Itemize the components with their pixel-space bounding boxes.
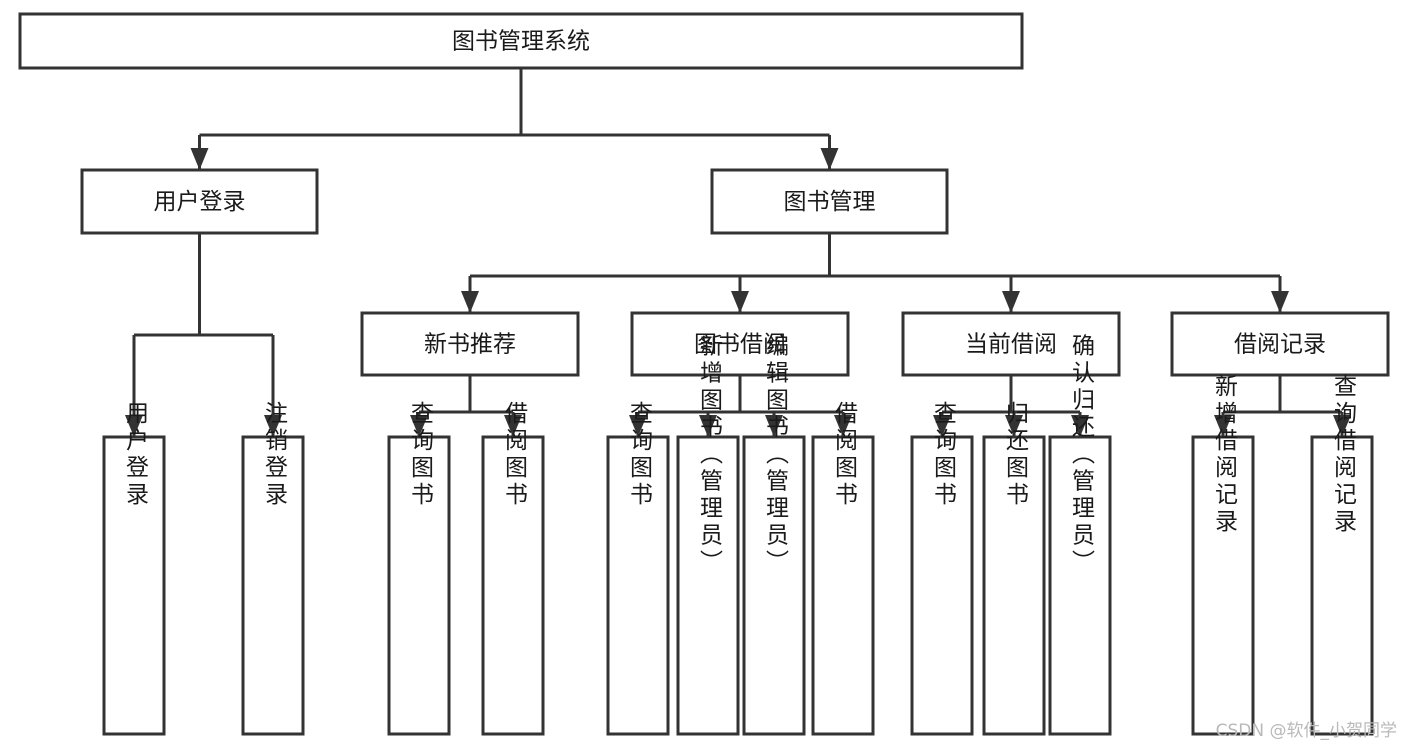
node-rect: [1048, 435, 1112, 736]
node-level3-borrow-record[interactable]: 借阅记录: [1170, 311, 1390, 377]
node-label: 当前借阅: [965, 332, 1057, 358]
node-rect: [241, 435, 305, 736]
arrow-head-icon: [1214, 415, 1232, 437]
node-leaf-leaf-return-book[interactable]: 归还图书: [982, 401, 1046, 736]
arrow-head-icon: [765, 415, 783, 437]
node-rect: [1170, 311, 1390, 377]
node-label: 借阅记录: [1234, 332, 1326, 358]
node-label: 借阅图书: [501, 401, 529, 509]
node-rect: [360, 311, 580, 377]
node-rect: [102, 435, 166, 736]
node-label: 图书管理系统: [452, 29, 590, 55]
node-rect: [811, 435, 875, 736]
node-label: 图书借阅: [694, 332, 786, 358]
node-leaf-leaf-borrow-book-2[interactable]: 借阅图书: [811, 401, 875, 736]
arrow-head-icon: [933, 415, 951, 437]
arrow-head-icon: [1333, 415, 1351, 437]
node-rect: [606, 435, 670, 736]
node-rect: [910, 435, 974, 736]
node-leaf-leaf-borrow-book-1[interactable]: 借阅图书: [481, 401, 545, 736]
arrow-head-icon: [820, 148, 839, 170]
node-rect: [982, 435, 1046, 736]
node-label: 借阅图书: [831, 401, 859, 509]
node-leaf-leaf-query-book-1[interactable]: 查询图书: [387, 401, 451, 736]
arrow-head-icon: [504, 415, 522, 437]
arrow-head-icon: [410, 415, 428, 437]
arrow-head-icon: [1005, 415, 1023, 437]
arrow-head-icon: [699, 415, 717, 437]
node-label: 编辑图书（管理员）: [762, 334, 790, 577]
node-rect: [710, 168, 949, 235]
node-leaf-leaf-query-book-3[interactable]: 查询图书: [910, 401, 974, 736]
node-label: 用户登录: [154, 189, 246, 215]
node-label: 查询图书: [930, 401, 958, 509]
node-leaf-leaf-logout[interactable]: 注销登录: [241, 401, 305, 736]
node-label: 新增图书（管理员）: [696, 334, 724, 577]
node-label: 新书推荐: [424, 332, 516, 358]
node-root-root[interactable]: 图书管理系统: [18, 12, 1024, 70]
node-rect: [80, 168, 319, 235]
arrow-head-icon: [1271, 291, 1289, 313]
arrow-head-icon: [1002, 291, 1020, 313]
arrow-head-icon: [461, 291, 479, 313]
node-rect: [18, 12, 1024, 70]
node-rect: [387, 435, 451, 736]
connector-layer: [125, 68, 1351, 437]
arrow-head-icon: [264, 415, 282, 437]
node-leaf-leaf-confirm-return[interactable]: 确认归还（管理员）: [1048, 334, 1112, 736]
node-rect: [901, 311, 1121, 377]
node-label: 图书管理: [784, 189, 876, 215]
node-rect: [1310, 435, 1374, 736]
node-leaf-leaf-user-login[interactable]: 用户登录: [102, 401, 166, 736]
arrow-head-icon: [1071, 415, 1089, 437]
node-leaf-leaf-add-book[interactable]: 新增图书（管理员）: [676, 334, 740, 736]
node-label: 新增借阅记录: [1211, 374, 1239, 536]
node-leaf-leaf-query-record[interactable]: 查询借阅记录: [1310, 374, 1374, 736]
node-label: 归还图书: [1002, 401, 1030, 509]
node-label: 用户登录: [122, 401, 150, 509]
node-rect: [630, 311, 850, 377]
node-label: 查询图书: [626, 401, 654, 509]
arrow-head-icon: [125, 415, 143, 437]
node-label: 查询图书: [407, 401, 435, 509]
node-level3-current-borrow[interactable]: 当前借阅: [901, 311, 1121, 377]
node-leaf-leaf-add-record[interactable]: 新增借阅记录: [1191, 374, 1255, 736]
node-label: 注销登录: [261, 401, 289, 509]
node-level2-book-manage[interactable]: 图书管理: [710, 168, 949, 235]
node-level3-book-borrow[interactable]: 图书借阅: [630, 311, 850, 377]
node-label: 确认归还（管理员）: [1068, 334, 1096, 577]
node-rect: [742, 435, 806, 736]
arrow-head-icon: [731, 291, 749, 313]
node-label: 查询借阅记录: [1330, 374, 1358, 536]
node-layer: 图书管理系统用户登录图书管理新书推荐图书借阅当前借阅借阅记录用户登录注销登录查询…: [18, 12, 1390, 736]
arrow-head-icon: [834, 415, 852, 437]
node-rect: [676, 435, 740, 736]
node-rect: [1191, 435, 1255, 736]
node-leaf-leaf-query-book-2[interactable]: 查询图书: [606, 401, 670, 736]
node-level3-new-book-recommend[interactable]: 新书推荐: [360, 311, 580, 377]
node-level2-user-login[interactable]: 用户登录: [80, 168, 319, 235]
node-leaf-leaf-edit-book[interactable]: 编辑图书（管理员）: [742, 334, 806, 736]
arrow-head-icon: [629, 415, 647, 437]
node-rect: [481, 435, 545, 736]
arrow-head-icon: [190, 148, 209, 170]
